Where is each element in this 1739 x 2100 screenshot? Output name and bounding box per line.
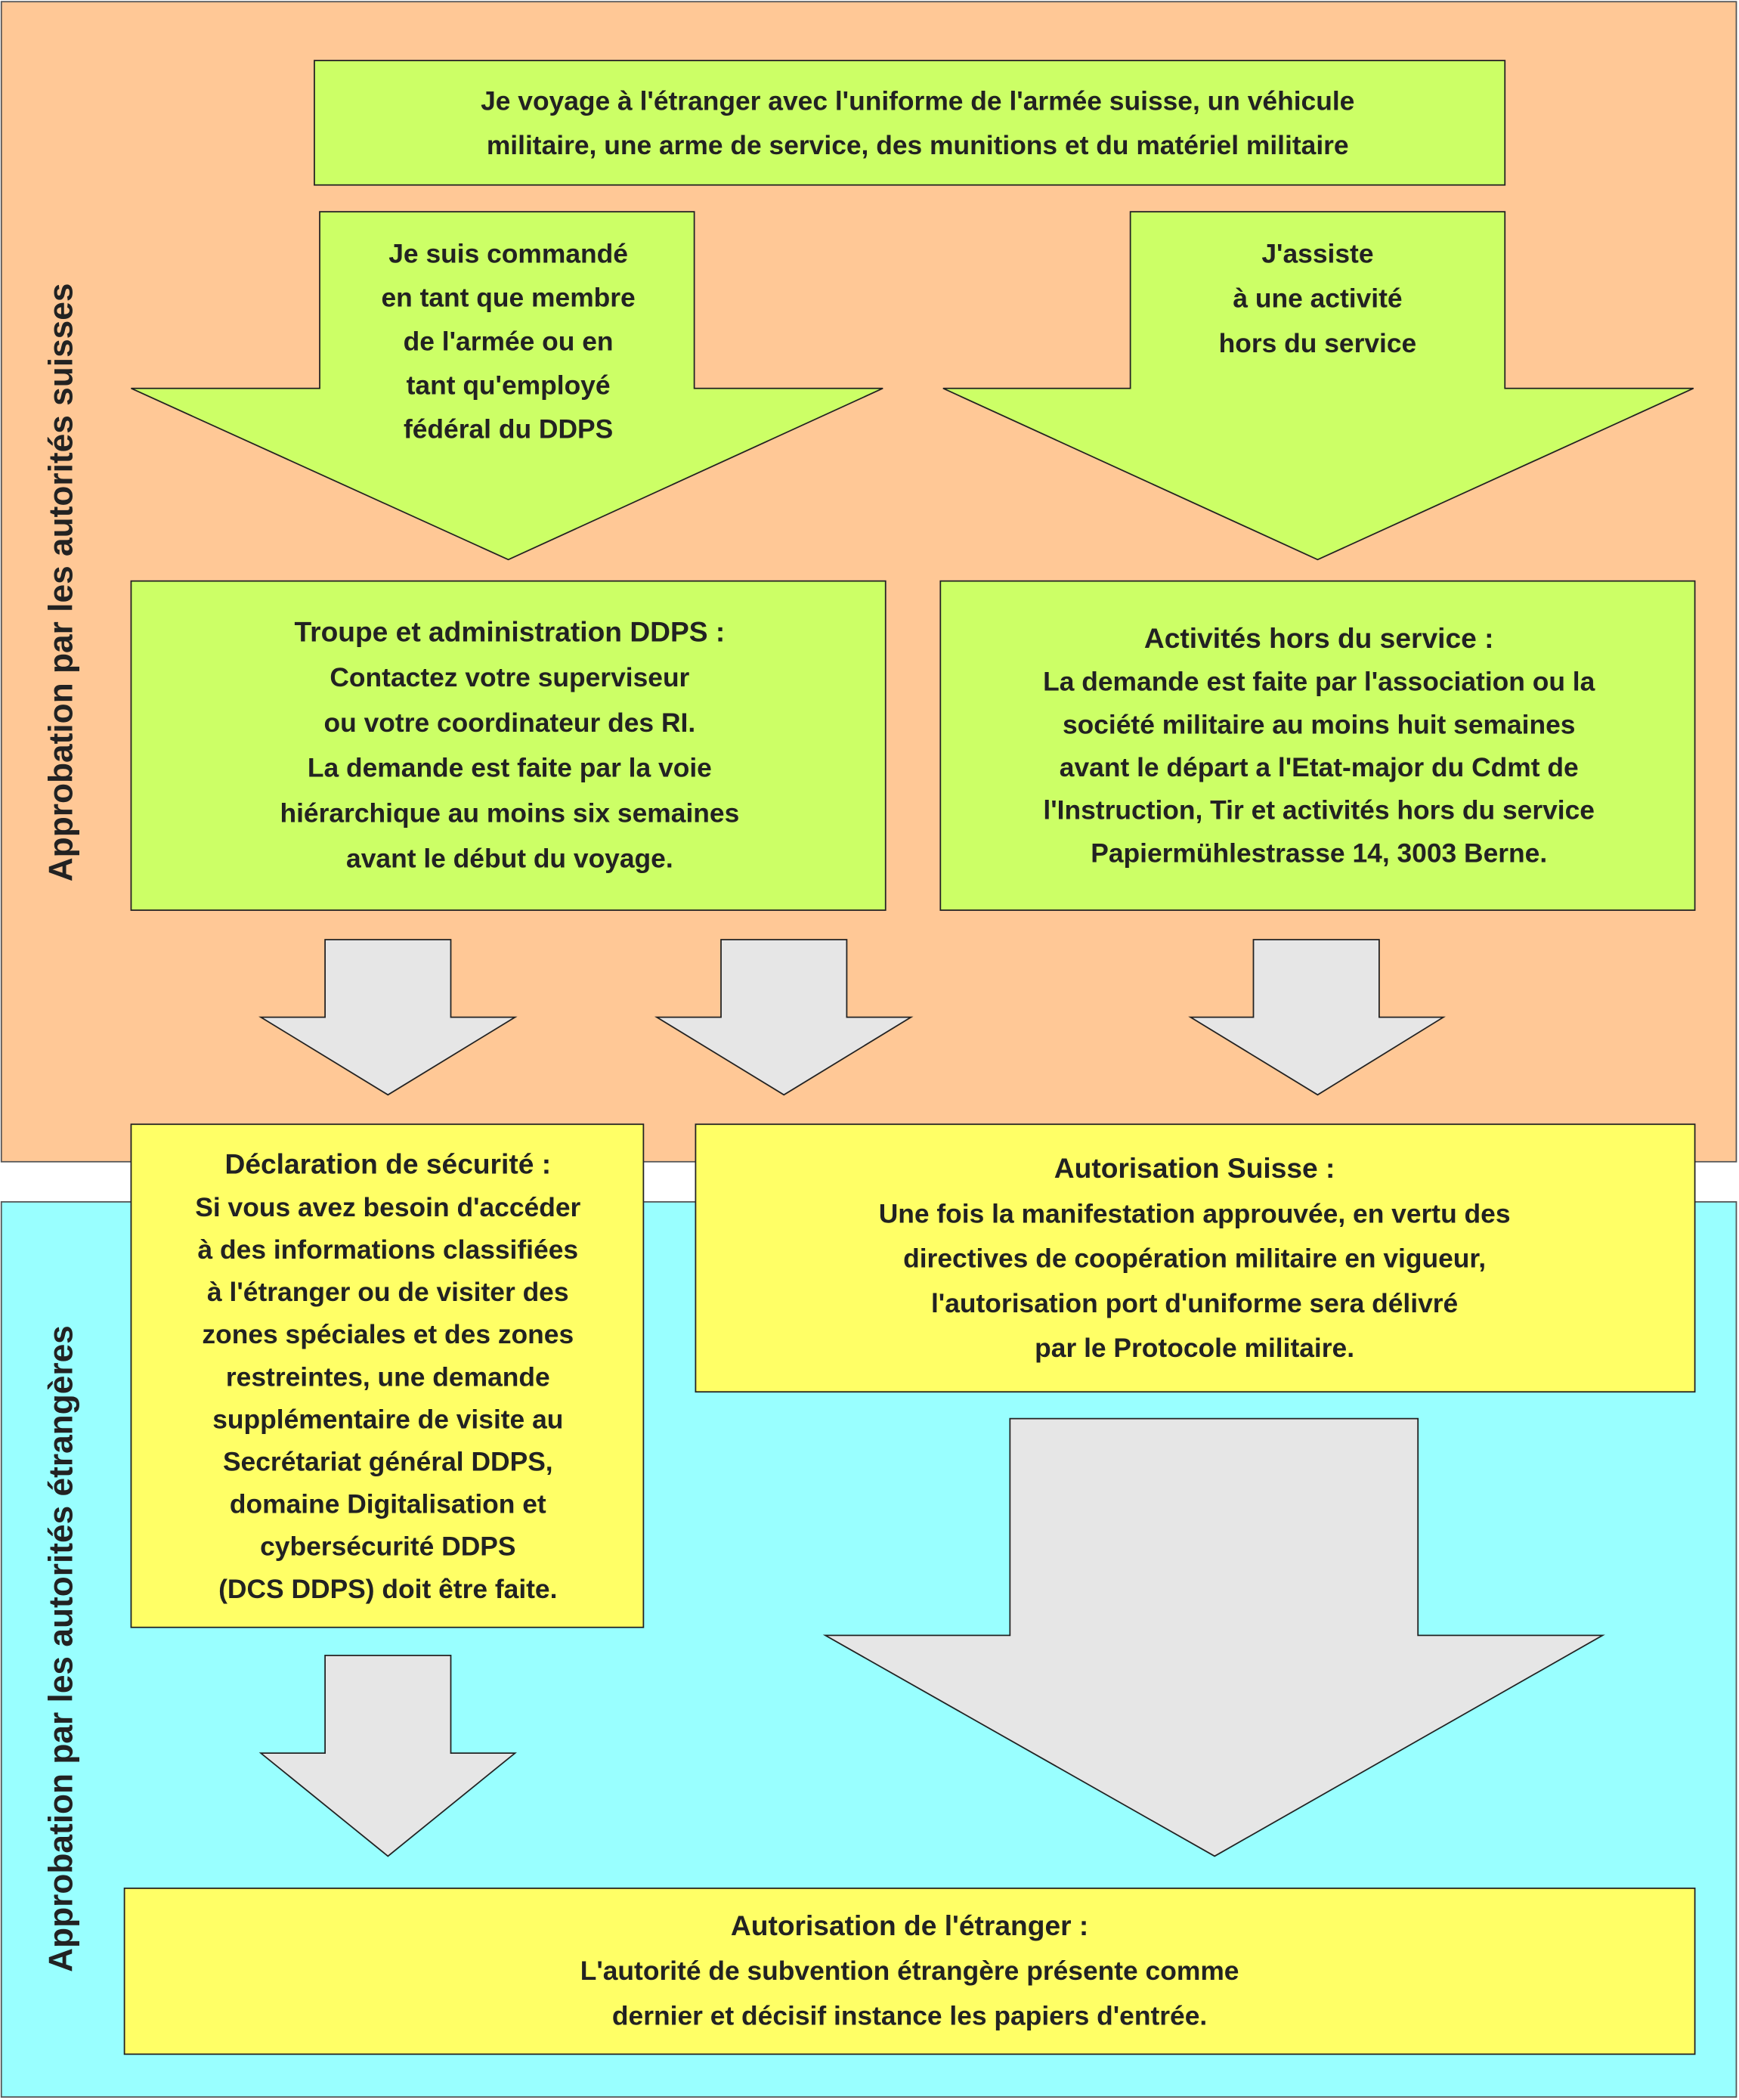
troops-box [130, 580, 887, 911]
arrow-down-icon [258, 1655, 517, 1857]
foreign-auth-text-line: L'autorité de subvention étrangère prése… [580, 1956, 1239, 1986]
intro-text-line: Je voyage à l'étranger avec l'uniforme d… [481, 86, 1354, 116]
troops-title: Troupe et administration DDPS : [294, 615, 725, 647]
off-duty-arrow [942, 211, 1694, 561]
intro-box [314, 60, 1506, 186]
security-text-line: zones spéciales et des zones [202, 1319, 574, 1349]
intro-text-line: militaire, une arme de service, des muni… [487, 130, 1349, 160]
off-duty-text-line: hors du service [1219, 328, 1417, 358]
swiss-auth-title: Autorisation Suisse : [1054, 1152, 1335, 1184]
security-text-line: à l'étranger ou de visiter des [207, 1277, 569, 1307]
arrow-down-icon [654, 939, 914, 1096]
activities-text-line: avant le départ a l'Etat-major du Cdmt d… [1060, 752, 1579, 782]
arrow-down-icon [822, 1417, 1605, 1857]
foreign-authorization-box [123, 1888, 1696, 2055]
troops-text-line: La demande est faite par la voie [308, 753, 712, 783]
security-text-line: Secrétariat général DDPS, [223, 1446, 553, 1476]
security-text-line: Si vous avez besoin d'accéder [195, 1192, 580, 1222]
troops-text-line: Contactez votre superviseur [330, 662, 689, 692]
commanded-text-line: Je suis commandé [388, 238, 628, 268]
swiss-approval-label: Approbation par les autorités suisses [43, 283, 80, 881]
activities-text-line: La demande est faite par l'association o… [1043, 667, 1595, 697]
security-text-line: (DCS DDPS) doit être faite. [218, 1574, 557, 1604]
security-declaration-box [130, 1123, 645, 1628]
swiss-auth-text-line: par le Protocole militaire. [1035, 1333, 1354, 1363]
foreign-auth-text-line: dernier et décisif instance les papiers … [612, 2000, 1207, 2030]
swiss-auth-text-line: Une fois la manifestation approuvée, en … [879, 1198, 1511, 1228]
security-text-line: à des informations classifiées [198, 1234, 579, 1265]
troops-text-line: avant le début du voyage. [346, 843, 673, 873]
swiss-auth-text-line: l'autorisation port d'uniforme sera déli… [931, 1288, 1458, 1318]
arrow-down-icon [258, 939, 518, 1096]
activities-text-line: l'Instruction, Tir et activités hors du … [1043, 795, 1595, 825]
commanded-arrow [131, 211, 883, 561]
troops-text-line: hiérarchique au moins six semaines [280, 798, 739, 829]
security-text-line: restreintes, une demande [226, 1361, 550, 1392]
security-text-line: domaine Digitalisation et [230, 1489, 546, 1519]
foreign-approval-label: Approbation par les autorités étrangères [43, 1325, 80, 1972]
activities-text-line: société militaire au moins huit semaines [1063, 709, 1576, 739]
swiss-authorization-box [695, 1123, 1696, 1393]
activities-title: Activités hors du service : [1144, 622, 1494, 654]
swiss-auth-text-line: directives de coopération militaire en v… [903, 1244, 1486, 1274]
off-duty-text-line: J'assiste [1261, 238, 1373, 268]
arrow-down-icon [1188, 939, 1446, 1096]
security-text-line: cybersécurité DDPS [260, 1532, 515, 1562]
security-title: Déclaration de sécurité : [225, 1148, 552, 1180]
foreign-auth-title: Autorisation de l'étranger : [731, 1910, 1088, 1941]
commanded-text-line: en tant que membre [381, 282, 635, 312]
security-text-line: supplémentaire de visite au [212, 1404, 563, 1434]
commanded-text-line: tant qu'employé [407, 370, 611, 401]
commanded-text-line: de l'armée ou en [404, 326, 614, 356]
activities-box [939, 580, 1696, 911]
off-duty-text-line: à une activité [1233, 283, 1402, 314]
troops-text-line: ou votre coordinateur des RI. [324, 708, 696, 738]
activities-text-line: Papiermühlestrasse 14, 3003 Berne. [1091, 838, 1547, 868]
commanded-text-line: fédéral du DDPS [404, 414, 613, 444]
